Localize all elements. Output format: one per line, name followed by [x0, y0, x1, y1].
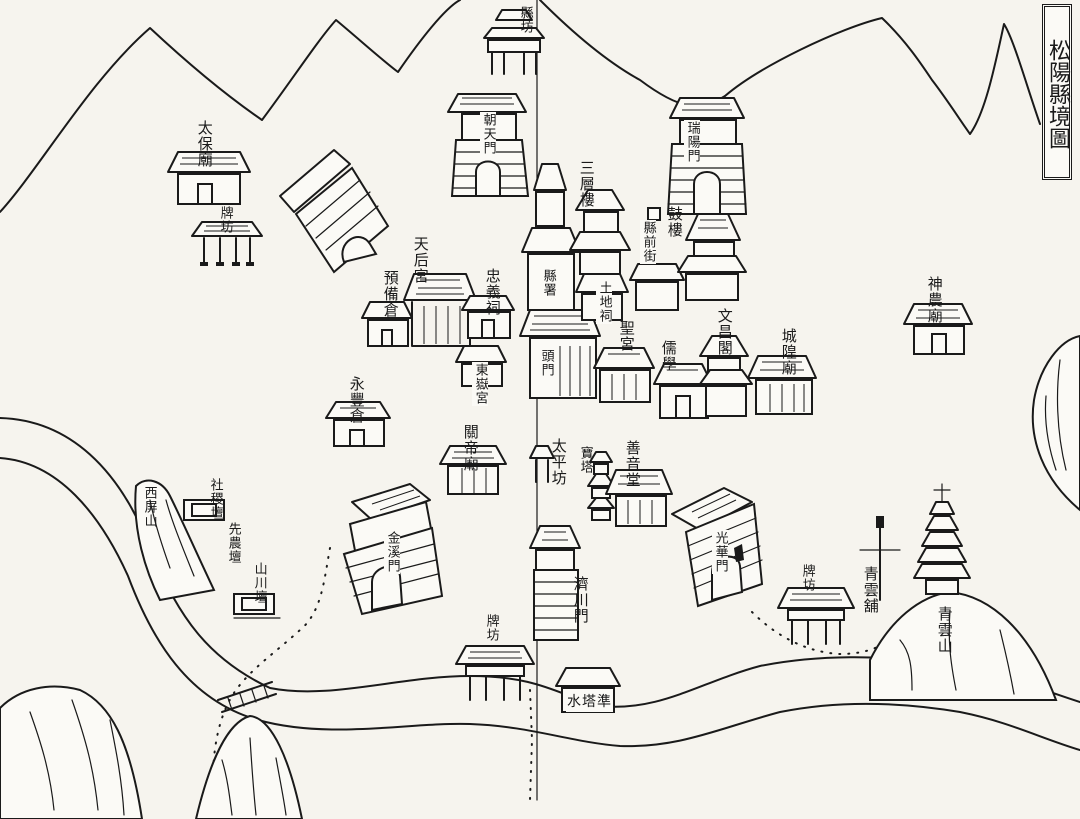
label-xiping-mountain: 西屏山: [141, 486, 157, 528]
shanchuan-altar-structure: [233, 593, 281, 619]
yongfeng-granary-structure: [325, 401, 391, 447]
label-confucian-school: 儒學: [659, 340, 678, 372]
tudi-shrine-structure: [629, 263, 685, 311]
label-pagoda-shrine: 寶塔: [577, 446, 593, 474]
label-zhongyi-shrine: 忠義祠: [483, 268, 502, 316]
county-archway: [483, 9, 545, 75]
rock-south-center: [194, 714, 304, 819]
label-granary: 預備倉: [381, 270, 400, 318]
label-shenghua-gate: 聖宮: [617, 320, 636, 352]
ruiyang-gate-structure: [666, 97, 748, 215]
bridge: [217, 681, 277, 713]
label-shuita: 水塔準: [566, 690, 613, 712]
map-title: 松陽縣境圖: [1042, 4, 1072, 180]
taiping-archway-structure: [529, 445, 555, 483]
label-county-yamen: 縣前街: [640, 220, 656, 264]
label-tudi-shrine: 土地祠: [596, 280, 612, 324]
label-qingyun-pu: 青雲舖: [861, 566, 880, 614]
label-dongyue-palace: 東嶽宮: [472, 362, 488, 406]
label-jinxia-gate: 金溪門: [384, 530, 400, 574]
qingyun-pagoda: [913, 483, 971, 595]
label-wenchang-pavilion: 文昌閣: [715, 308, 734, 356]
label-guanghua-gate: 光華門: [712, 530, 728, 574]
shenghua-hall-structure: [593, 347, 655, 403]
label-tianfei-palace: 天后宮: [411, 236, 430, 284]
label-county-archway: 縣坊: [517, 6, 533, 34]
label-sheji-altar: 社稷壇: [207, 478, 223, 520]
label-archway-nw: 牌坊: [217, 206, 233, 234]
rock-southwest: [0, 685, 144, 819]
wenchang-pavilion-structure: [699, 335, 753, 417]
label-archway-se: 牌坊: [799, 564, 815, 592]
label-shanchuan-altar: 山川壇: [251, 562, 267, 604]
label-yamen-gate: 頭門: [538, 348, 554, 378]
label-guandi-temple: 關帝廟: [461, 424, 480, 472]
granary-structure: [361, 301, 413, 347]
taibao-temple-structure: [167, 151, 251, 205]
archway-se-structure: [777, 587, 855, 645]
shanyin-hall-structure: [605, 469, 673, 527]
xiping-mountain-shape: [134, 479, 216, 602]
river-bank-south: [0, 457, 1080, 751]
label-ruiyang-gate: 瑞陽門: [684, 120, 700, 164]
label-shennong-temple: 神農廟: [925, 276, 944, 324]
mountain-ridge: [0, 0, 1041, 213]
northwest-gate-structure: [279, 149, 390, 274]
city-god-temple-structure: [747, 355, 817, 415]
label-jichuan-gate: 濟川門: [571, 576, 590, 624]
label-city-god-temple: 城隍廟: [779, 328, 798, 376]
label-xianyang-altar: 先農壇: [225, 522, 241, 564]
zhongyi-shrine-structure: [461, 295, 515, 339]
sheji-altar-structure: [183, 499, 225, 521]
label-sanceng-tower: 三層樓: [577, 160, 596, 208]
rock-east: [1031, 334, 1080, 512]
tianfei-palace-structure: [403, 273, 477, 347]
drum-tower-structure: [647, 207, 747, 301]
pagoda-shrine-structure: [587, 451, 615, 521]
guandi-temple-structure: [439, 445, 507, 495]
label-shanyin-hall: 善音堂: [623, 440, 642, 488]
archway-nw-structure: [191, 221, 263, 266]
path-dotted-south: [529, 689, 534, 801]
label-county-office: 縣署: [540, 268, 556, 298]
label-taibao-temple: 太保廟: [195, 120, 214, 168]
archway-s-structure: [455, 645, 535, 701]
label-drum-tower: 鼓樓: [665, 206, 684, 238]
confucian-school-structure: [653, 363, 713, 419]
label-chaotian-gate: 朝天門: [480, 112, 496, 156]
label-taiping-archway: 太平坊: [549, 438, 568, 486]
label-qingyun-mountain: 青雲山: [935, 606, 954, 654]
qingyun-pu-structure: [859, 516, 901, 601]
label-yongfeng-granary: 永豐倉: [347, 376, 366, 424]
jichuan-gate-structure: [529, 525, 581, 641]
qingyun-mountain-shape: [869, 590, 1058, 701]
shennong-temple-structure: [903, 303, 973, 355]
label-archway-s: 牌坊: [483, 614, 499, 642]
